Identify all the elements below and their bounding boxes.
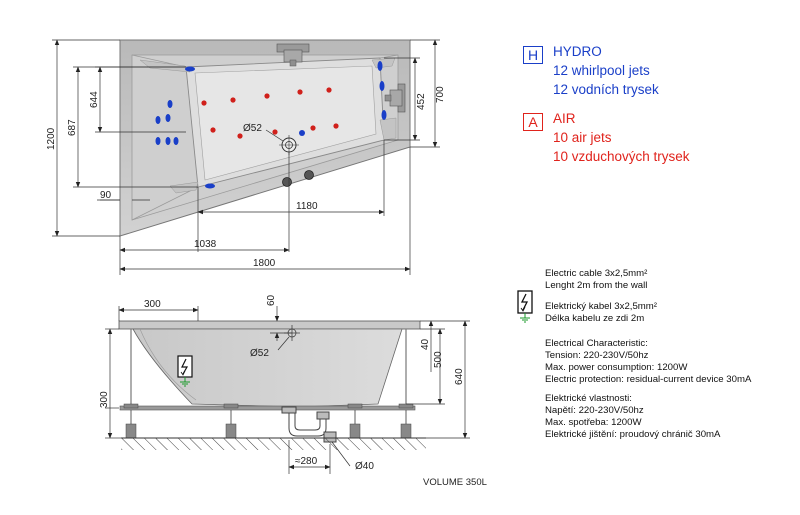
dim-644: 644: [89, 91, 100, 108]
top-view: 1800 1180 1038 90 Ø52 1200 687 644 700 4…: [46, 39, 446, 275]
dim-280: ≈280: [295, 456, 318, 467]
control-knob-icon: [282, 177, 292, 187]
elektricke-vlastnosti-heading: Elektrické vlastnosti:: [545, 393, 632, 404]
hydro-letter-box: H: [523, 46, 543, 64]
air-letter-box: A: [523, 113, 543, 131]
dim-40: 40: [420, 338, 431, 350]
dim-1180: 1180: [296, 201, 318, 212]
control-knob-icon: [304, 170, 314, 180]
air-line-cz: 10 vzduchových trysek: [553, 149, 690, 164]
elektricke-napeti: Napětí: 220-230V/50hz: [545, 405, 644, 416]
tub-rim-side: [118, 320, 421, 330]
cable-line-4: Délka kabelu ze zdi 2m: [545, 313, 645, 324]
air-jets: [201, 87, 339, 139]
cable-line-2: Lenght 2m from the wall: [545, 280, 648, 291]
faucet-right-icon: [384, 83, 406, 113]
air-line-en: 10 air jets: [553, 130, 612, 145]
dim-500: 500: [433, 351, 444, 368]
dim-90: 90: [100, 190, 112, 201]
electrical-char-tension: Tension: 220-230V/50hz: [545, 350, 649, 361]
whirlpool-jets: [155, 61, 387, 189]
floor-hatch: [121, 438, 426, 450]
dim-700: 700: [435, 86, 446, 103]
dim-687: 687: [67, 119, 78, 136]
hydro-line-en: 12 whirlpool jets: [553, 63, 650, 78]
dim-300-top: 300: [144, 299, 161, 310]
faucet-top-icon: [276, 43, 310, 67]
electric-warning-icon: [177, 355, 193, 387]
drain-icon: [279, 135, 299, 155]
hydro-line-cz: 12 vodních trysek: [553, 82, 659, 97]
elektricke-spotreba: Max. spotřeba: 1200W: [545, 417, 642, 428]
volume-label: VOLUME 350L: [423, 477, 487, 488]
dim-1800: 1800: [253, 258, 276, 269]
dim-1038: 1038: [194, 239, 217, 250]
dim-640: 640: [454, 368, 465, 385]
dim-d52-side: Ø52: [250, 348, 269, 359]
dim-1200: 1200: [46, 127, 57, 150]
dim-d40: Ø40: [355, 461, 374, 472]
cable-line-1: Electric cable 3x2,5mm²: [545, 268, 648, 279]
electrical-char-power: Max. power consumption: 1200W: [545, 362, 688, 373]
side-view: 300 60 Ø52 40 500 640 300 ≈280 Ø40 VOLUM…: [99, 294, 487, 488]
electrical-char-protection: Electric protection: residual-current de…: [545, 374, 752, 385]
tub-body-side: [132, 328, 403, 408]
dim-300-side: 300: [99, 391, 110, 408]
siphon-icon: [281, 406, 337, 443]
dim-d52-top: Ø52: [243, 123, 262, 134]
cable-line-3: Elektrický kabel 3x2,5mm²: [545, 301, 657, 312]
dim-60: 60: [266, 294, 277, 306]
hydro-title: HYDRO: [553, 44, 602, 59]
electrical-char-heading: Electrical Characteristic:: [545, 338, 648, 349]
elektricke-jisteni: Elektrické jištění: proudový chránič 30m…: [545, 429, 721, 440]
electric-cable-icon: [517, 290, 533, 323]
dim-452: 452: [416, 93, 427, 110]
air-title: AIR: [553, 111, 576, 126]
